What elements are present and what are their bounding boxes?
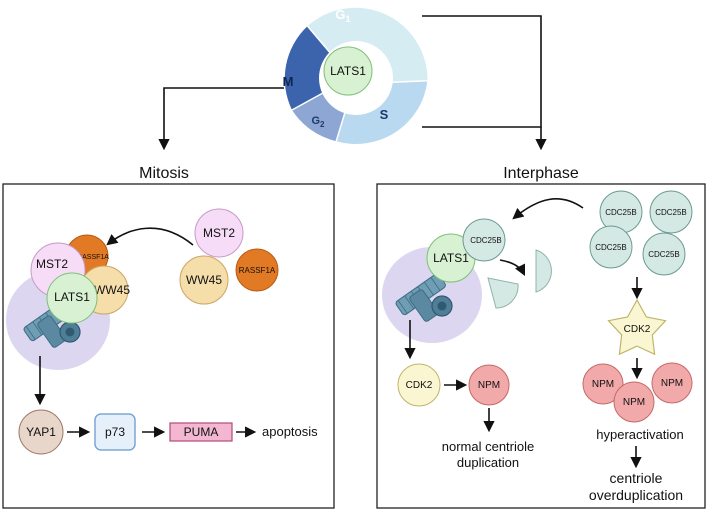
phase-m-label: M xyxy=(283,74,294,89)
yap1-label: YAP1 xyxy=(26,425,56,439)
right-cdk2-star xyxy=(607,298,667,356)
normal-outcome-line2: duplication xyxy=(457,455,519,470)
complex-ww45-label: WW45 xyxy=(94,283,130,297)
recruit-arrow xyxy=(106,227,194,246)
phase-s-segment xyxy=(336,80,428,144)
phase-g1-label: G1 xyxy=(335,7,350,24)
interphase-cdc25b xyxy=(462,218,506,262)
cdc25b-recruit-arrow xyxy=(512,198,584,220)
right-npm-1-label: NPM xyxy=(592,379,614,390)
puma-node xyxy=(169,422,233,442)
cycle-connectors xyxy=(158,15,547,151)
phase-g2-label: G2 xyxy=(311,115,325,129)
interphase-cdc25b-label: CDC25B xyxy=(470,236,502,245)
right-npm-3 xyxy=(613,381,655,423)
right-npm-1 xyxy=(582,363,624,405)
pool-cdc25b-2 xyxy=(649,190,693,234)
p73-label: p73 xyxy=(105,425,125,439)
interphase-panel: LATS1 CDC25B CDC25B CDC25B CDC25B CDC25B… xyxy=(376,183,706,509)
mitosis-panel: RASSF1A MST2 WW45 LATS1 MST2 WW45 RASSF1… xyxy=(2,183,335,509)
free-mst2 xyxy=(194,208,244,258)
cycle-lats1-label: LATS1 xyxy=(330,64,366,78)
pool-cdc25b-4 xyxy=(642,232,686,276)
free-mst2-label: MST2 xyxy=(203,226,235,240)
interphase-lats1-label: LATS1 xyxy=(433,251,469,265)
hyperactivation-label: hyperactivation xyxy=(596,427,683,442)
free-rassf1a-label: RASSF1A xyxy=(239,266,276,275)
left-npm-label: NPM xyxy=(478,380,500,391)
degradation-arrow xyxy=(499,259,526,277)
yap1-node xyxy=(18,409,64,455)
free-ww45-label: WW45 xyxy=(186,273,222,287)
phase-s-label: S xyxy=(380,107,389,122)
pool-cdc25b-3-label: CDC25B xyxy=(595,243,627,252)
phase-m-segment xyxy=(284,26,331,111)
complex-mst2-label: MST2 xyxy=(36,257,68,271)
complex-lats1-label: LATS1 xyxy=(54,290,90,304)
left-cdk2-label: CDK2 xyxy=(406,380,433,391)
overdup-outcome-line1: centriole xyxy=(610,470,663,486)
complex-lats1 xyxy=(46,272,98,324)
cycle-lats1-node xyxy=(323,46,373,96)
puma-label: PUMA xyxy=(184,425,219,439)
right-npm-3-label: NPM xyxy=(623,397,645,408)
left-cdk2-node xyxy=(397,363,441,407)
interphase-frame xyxy=(376,183,706,509)
pool-cdc25b-4-label: CDC25B xyxy=(648,250,680,259)
right-npm-2-label: NPM xyxy=(661,378,683,389)
mitosis-title: Mitosis xyxy=(139,165,189,182)
p73-node xyxy=(94,413,136,451)
pool-cdc25b-2-label: CDC25B xyxy=(655,208,687,217)
pool-cdc25b-3 xyxy=(589,225,633,269)
apoptosis-label: apoptosis xyxy=(262,424,318,439)
left-npm-node xyxy=(468,364,510,406)
free-ww45 xyxy=(179,255,229,305)
overdup-outcome-line2: overduplication xyxy=(589,487,683,503)
bracket-interphase xyxy=(422,15,542,128)
right-cdk2-label: CDK2 xyxy=(624,324,651,335)
free-rassf1a xyxy=(235,248,279,292)
cdc25b-fragment-1 xyxy=(487,277,519,309)
normal-outcome-line1: normal centriole xyxy=(442,439,535,454)
pool-cdc25b-1-label: CDC25B xyxy=(605,208,637,217)
mitosis-frame xyxy=(2,183,335,509)
arrow-to-mitosis xyxy=(158,87,284,151)
complex-rassf1a-label: RASSF1A xyxy=(77,254,109,261)
cell-cycle-wheel: G1 S G2 M LATS1 xyxy=(283,7,428,144)
interphase-title: Interphase xyxy=(503,165,579,182)
cdc25b-fragment-2 xyxy=(535,249,552,293)
right-npm-2 xyxy=(651,362,693,404)
